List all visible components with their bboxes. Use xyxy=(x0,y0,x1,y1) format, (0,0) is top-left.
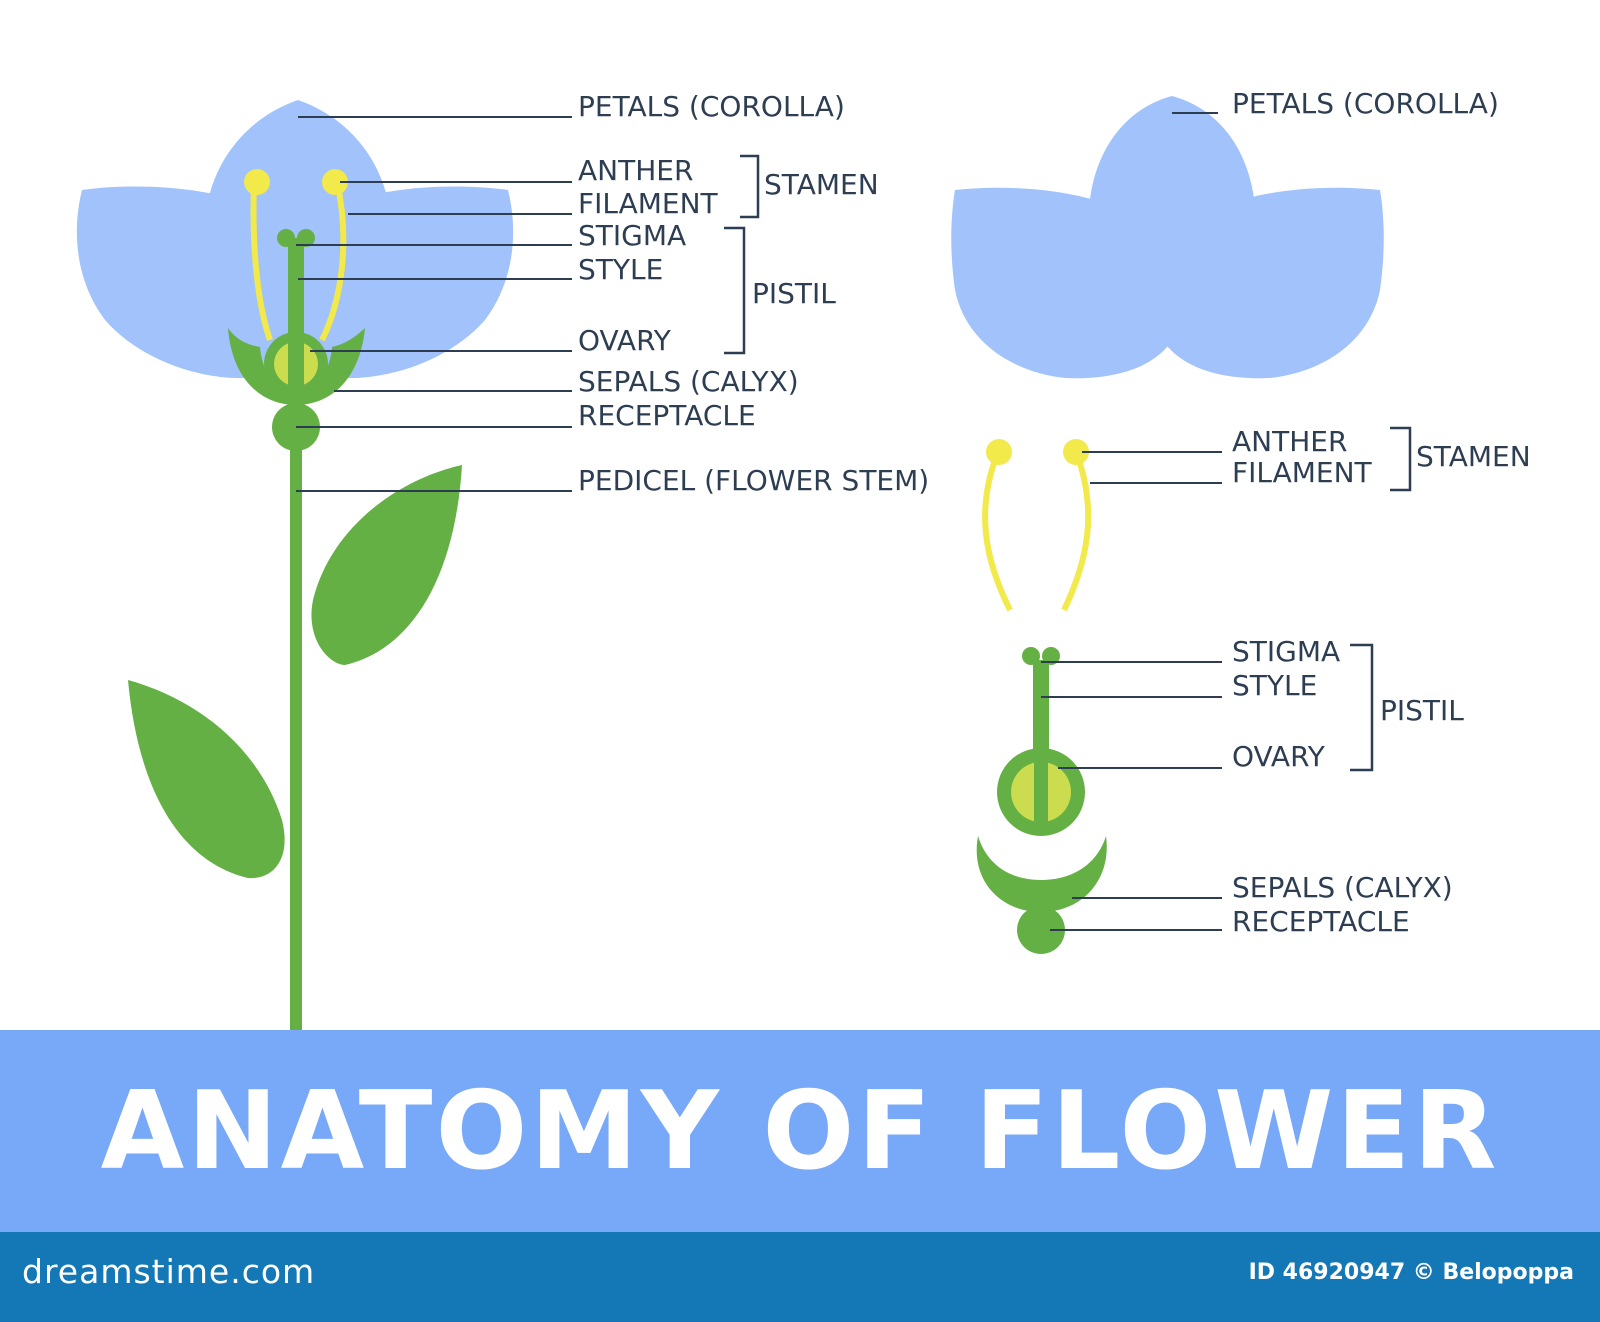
exploded-receptacle-shape xyxy=(1017,906,1065,954)
exploded-petals-shape xyxy=(951,96,1384,379)
exploded-label-ovary: OVARY xyxy=(1232,740,1326,773)
exploded-anther-left-shape xyxy=(986,439,1012,465)
exploded-group-pistil: PISTIL xyxy=(1380,694,1464,727)
style-shape xyxy=(288,238,304,398)
title-band: ANATOMY OF FLOWER xyxy=(0,1030,1600,1232)
full-group-stamen: STAMEN xyxy=(764,168,879,201)
stock-id-credit: ID 46920947 © Belopoppa xyxy=(1248,1260,1574,1285)
full-label-style: STYLE xyxy=(578,253,663,286)
exploded-pistil-bracket xyxy=(1350,643,1374,772)
exploded-filament-right-shape xyxy=(1061,450,1092,612)
filament-right-shape xyxy=(319,181,347,342)
full-label-pedicel: PEDICEL (FLOWER STEM) xyxy=(578,464,929,497)
flower-anatomy-diagram: PETALS (COROLLA) ANTHER FILAMENT STIGMA … xyxy=(76,87,1531,1030)
full-label-receptacle: RECEPTACLE xyxy=(578,399,756,432)
exploded-label-anther: ANTHER xyxy=(1232,425,1347,458)
site-logo: dreamstime.com xyxy=(22,1252,316,1291)
full-label-petals: PETALS (COROLLA) xyxy=(578,90,845,123)
filament-left-shape xyxy=(250,181,273,341)
stigma-right-shape xyxy=(297,229,315,247)
full-flower-illustration xyxy=(76,100,514,1030)
anther-right-shape xyxy=(322,169,348,195)
full-group-pistil: PISTIL xyxy=(752,277,836,310)
exploded-sepals-shape xyxy=(976,836,1107,912)
exploded-anther-right-shape xyxy=(1063,439,1089,465)
exploded-label-stigma: STIGMA xyxy=(1232,635,1340,668)
leaf-upper xyxy=(311,465,462,665)
full-pistil-bracket xyxy=(724,226,746,355)
full-flower-leader-lines xyxy=(296,116,572,492)
exploded-group-stamen: STAMEN xyxy=(1416,440,1531,473)
exploded-stigma-left-shape xyxy=(1022,647,1040,665)
pedicel-shape xyxy=(290,430,302,1030)
full-label-anther: ANTHER xyxy=(578,154,693,187)
exploded-parts-illustration xyxy=(951,96,1384,954)
exploded-label-sepals: SEPALS (CALYX) xyxy=(1232,871,1453,904)
exploded-label-receptacle: RECEPTACLE xyxy=(1232,905,1410,938)
full-label-filament: FILAMENT xyxy=(578,187,719,220)
exploded-stamen-bracket xyxy=(1390,426,1412,492)
leaf-lower xyxy=(128,680,285,879)
page-title: ANATOMY OF FLOWER xyxy=(100,1068,1500,1194)
exploded-leader-lines xyxy=(1041,112,1222,931)
anther-left-shape xyxy=(244,169,270,195)
full-label-stigma: STIGMA xyxy=(578,219,686,252)
exploded-filament-left-shape xyxy=(982,450,1013,612)
stigma-left-shape xyxy=(277,229,295,247)
exploded-label-style: STYLE xyxy=(1232,669,1317,702)
exploded-label-petals: PETALS (COROLLA) xyxy=(1232,87,1499,120)
full-label-ovary: OVARY xyxy=(578,324,672,357)
exploded-stigma-right-shape xyxy=(1042,647,1060,665)
footer-bar: dreamstime.com ID 46920947 © Belopoppa xyxy=(0,1232,1600,1322)
exploded-label-filament: FILAMENT xyxy=(1232,456,1373,489)
full-label-sepals: SEPALS (CALYX) xyxy=(578,365,799,398)
full-stamen-bracket xyxy=(740,154,760,219)
petals-shape xyxy=(76,100,514,380)
sepals-shape xyxy=(228,328,365,405)
